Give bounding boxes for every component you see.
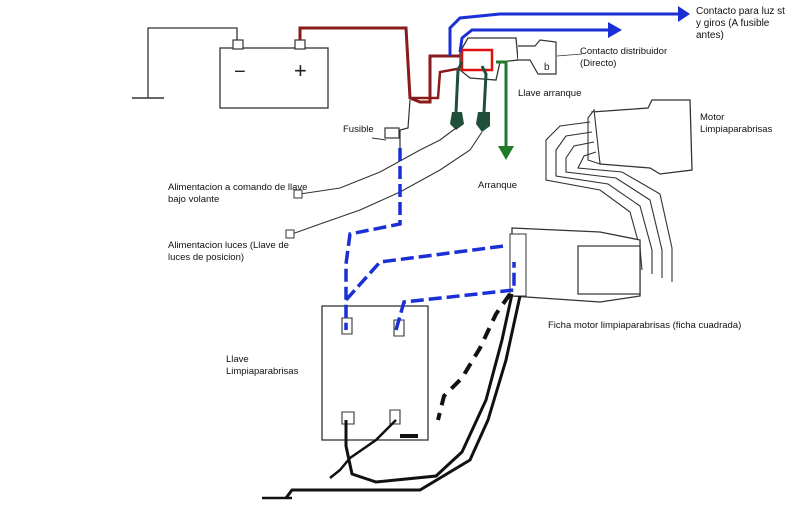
distributor-wire bbox=[458, 28, 610, 53]
label-contacto-distribuidor: Contacto distribuidor (Directo) bbox=[580, 46, 668, 69]
wiper-harness-wire-4 bbox=[577, 151, 673, 282]
ignition-feed-thin-wire bbox=[299, 127, 457, 195]
label-fusible: Fusible bbox=[343, 124, 374, 135]
ground-solid-wire-2 bbox=[284, 295, 522, 499]
key-switch-outline bbox=[459, 37, 519, 81]
label-arranque: Arranque bbox=[478, 180, 518, 191]
key-switch-connector bbox=[518, 39, 557, 75]
wiper-switch-box bbox=[321, 305, 429, 441]
lights-feed-thin-wire bbox=[291, 131, 483, 235]
battery-ground-wire bbox=[147, 27, 238, 98]
wiper-motor-cap bbox=[587, 108, 601, 165]
wiper-harness-wire-3 bbox=[565, 141, 663, 278]
key-switch-highlight bbox=[460, 48, 494, 72]
wiper-switch-terminal-bottom-right bbox=[389, 409, 401, 425]
ignition-feed-connector bbox=[293, 189, 303, 199]
fuse-body bbox=[384, 127, 400, 139]
fuse-pointer bbox=[371, 137, 387, 141]
battery bbox=[219, 47, 329, 109]
key-switch-terminal-left-icon bbox=[450, 112, 464, 130]
terminal-b-symbol: b bbox=[544, 62, 550, 73]
fuse-wire bbox=[399, 99, 411, 150]
label-contacto-stop: Contacto para luz stop y giros (A fusibl… bbox=[696, 6, 785, 41]
stop-lights-wire bbox=[448, 12, 680, 56]
switch-to-plug-dashed-wire-1 bbox=[344, 244, 505, 302]
battery-plus-symbol: + bbox=[294, 58, 307, 83]
ground-dashed-wire bbox=[436, 292, 512, 421]
battery-terminal-positive bbox=[294, 39, 306, 50]
wiper-switch-terminal-bottom-left bbox=[341, 411, 355, 425]
ground-solid-wire-3 bbox=[329, 419, 397, 479]
battery-terminal-negative bbox=[232, 39, 244, 50]
battery-minus-symbol: − bbox=[234, 61, 246, 83]
lights-feed-connector bbox=[285, 229, 295, 239]
battery-positive-wire bbox=[298, 26, 462, 104]
label-alimentacion-luces: Alimentacion luces (Llave de luces de po… bbox=[168, 240, 289, 263]
switch-to-plug-dashed-wire-2 bbox=[394, 262, 516, 331]
starter-green-wire bbox=[496, 60, 508, 146]
wiper-harness-wire-2 bbox=[555, 131, 653, 274]
label-llave-limpiaparabrisas: Llave Limpiaparabrisas bbox=[226, 354, 299, 377]
key-switch-terminal-right-icon bbox=[476, 112, 490, 132]
stop-lights-arrow-icon bbox=[678, 6, 690, 22]
starter-arrow-icon bbox=[498, 146, 514, 160]
distributor-label-pointer bbox=[556, 53, 583, 57]
distributor-arrow-icon bbox=[608, 22, 622, 38]
key-switch-dark-green-wire-1 bbox=[454, 61, 464, 113]
label-motor-limpiaparabrisas: Motor Limpiaparabrisas bbox=[700, 112, 773, 135]
label-llave-arranque: Llave arranque bbox=[518, 88, 582, 99]
ignition-dashed-wire bbox=[344, 148, 402, 330]
ground-solid-wire-1 bbox=[344, 293, 514, 484]
positive-wire-branch bbox=[410, 66, 463, 100]
wiper-motor-body bbox=[591, 99, 693, 175]
key-switch-dark-green-wire-2 bbox=[480, 65, 488, 113]
label-alimentacion-comando: Alimentacion a comando de llave bajo vol… bbox=[168, 182, 308, 205]
wiper-motor-plug-cap bbox=[577, 245, 641, 295]
label-ficha-motor: Ficha motor limpiaparabrisas (ficha cuad… bbox=[548, 320, 742, 331]
